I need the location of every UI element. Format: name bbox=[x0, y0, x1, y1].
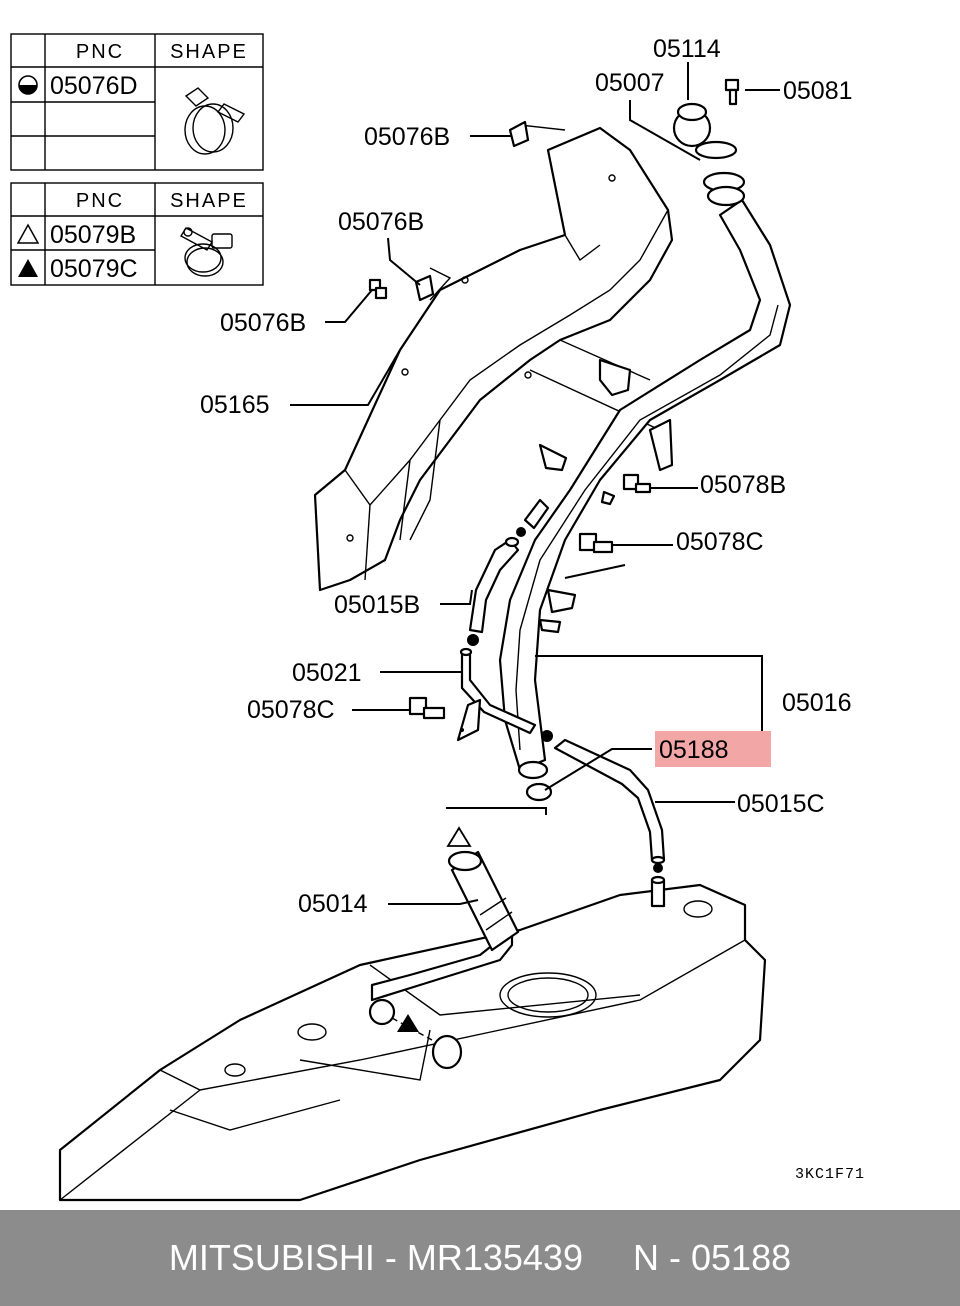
label-05076B-left: 05076B bbox=[220, 309, 306, 337]
footer-caption: MITSUBISHI - MR135439 N - 05188 bbox=[168, 1237, 792, 1278]
clip-05076B-mid-icon bbox=[414, 274, 435, 302]
bolt-05078B-icon bbox=[622, 473, 652, 494]
label-05015C: 05015C bbox=[737, 790, 825, 818]
fuel-tank bbox=[58, 875, 767, 1202]
clip-05076B-left-icon bbox=[368, 278, 388, 300]
legend-table-screws: PNC SHAPE 05079B 05079C bbox=[10, 182, 264, 286]
label-05114: 05114 bbox=[653, 35, 721, 63]
label-05188: 05188 bbox=[659, 736, 729, 764]
bolt-05078C-upper-icon bbox=[578, 532, 614, 554]
label-05016: 05016 bbox=[782, 689, 852, 717]
filler-hose-05014 bbox=[447, 850, 520, 952]
filled-triangle-marker-icon bbox=[397, 1014, 419, 1032]
label-05078C-upper: 05078C bbox=[676, 528, 764, 556]
clip-05076B-top-icon bbox=[508, 120, 530, 148]
open-triangle-icon bbox=[16, 223, 40, 244]
vent-hose-05015C bbox=[553, 738, 666, 873]
table2-header-shape: SHAPE bbox=[170, 190, 248, 212]
vent-pipe-05021 bbox=[456, 647, 553, 742]
filled-triangle-icon bbox=[18, 259, 38, 277]
callout-labels: 05114 05007 05081 05076B 05076B 05076B 0… bbox=[200, 35, 853, 918]
table1-pnc-05076D: 05076D bbox=[50, 72, 138, 100]
screw-clamp-icon bbox=[180, 227, 233, 277]
label-05165: 05165 bbox=[200, 391, 270, 419]
label-05076B-top: 05076B bbox=[364, 123, 450, 151]
footer-bar: MITSUBISHI - MR135439 N - 05188 bbox=[0, 1210, 960, 1306]
bolt-05078C-lower-icon bbox=[408, 696, 446, 720]
label-05014: 05014 bbox=[298, 890, 368, 918]
leader-lines bbox=[290, 62, 780, 905]
open-triangle-marker-icon bbox=[446, 826, 472, 847]
label-05078B: 05078B bbox=[700, 471, 786, 499]
half-filled-circle-icon bbox=[18, 75, 38, 95]
highlight-box-05188 bbox=[655, 731, 771, 767]
legend-table-clamps: PNC SHAPE 05076D bbox=[10, 33, 264, 171]
label-05078C-lower: 05078C bbox=[247, 696, 335, 724]
parts-diagram: PNC SHAPE 05076D PNC SHAPE 05079B 05079C bbox=[10, 33, 865, 1202]
splash-shield-05165 bbox=[313, 124, 674, 592]
vent-hose-05015B bbox=[467, 498, 550, 646]
label-05015B: 05015B bbox=[334, 591, 420, 619]
table2-pnc-05079C: 05079C bbox=[50, 255, 138, 283]
table1-header-shape: SHAPE bbox=[170, 41, 248, 63]
diagram-code: 3KC1F71 bbox=[795, 1166, 865, 1183]
filler-pipe-05016 bbox=[498, 102, 792, 802]
label-05081: 05081 bbox=[783, 77, 853, 105]
table2-pnc-05079B: 05079B bbox=[50, 221, 136, 249]
table2-header-pnc: PNC bbox=[76, 190, 124, 212]
bolt-05081-icon bbox=[724, 78, 740, 106]
table1-header-pnc: PNC bbox=[76, 41, 124, 63]
label-05076B-mid: 05076B bbox=[338, 208, 424, 236]
label-05021: 05021 bbox=[292, 659, 362, 687]
label-05007: 05007 bbox=[595, 69, 665, 97]
hose-clamp-icon bbox=[184, 87, 246, 155]
